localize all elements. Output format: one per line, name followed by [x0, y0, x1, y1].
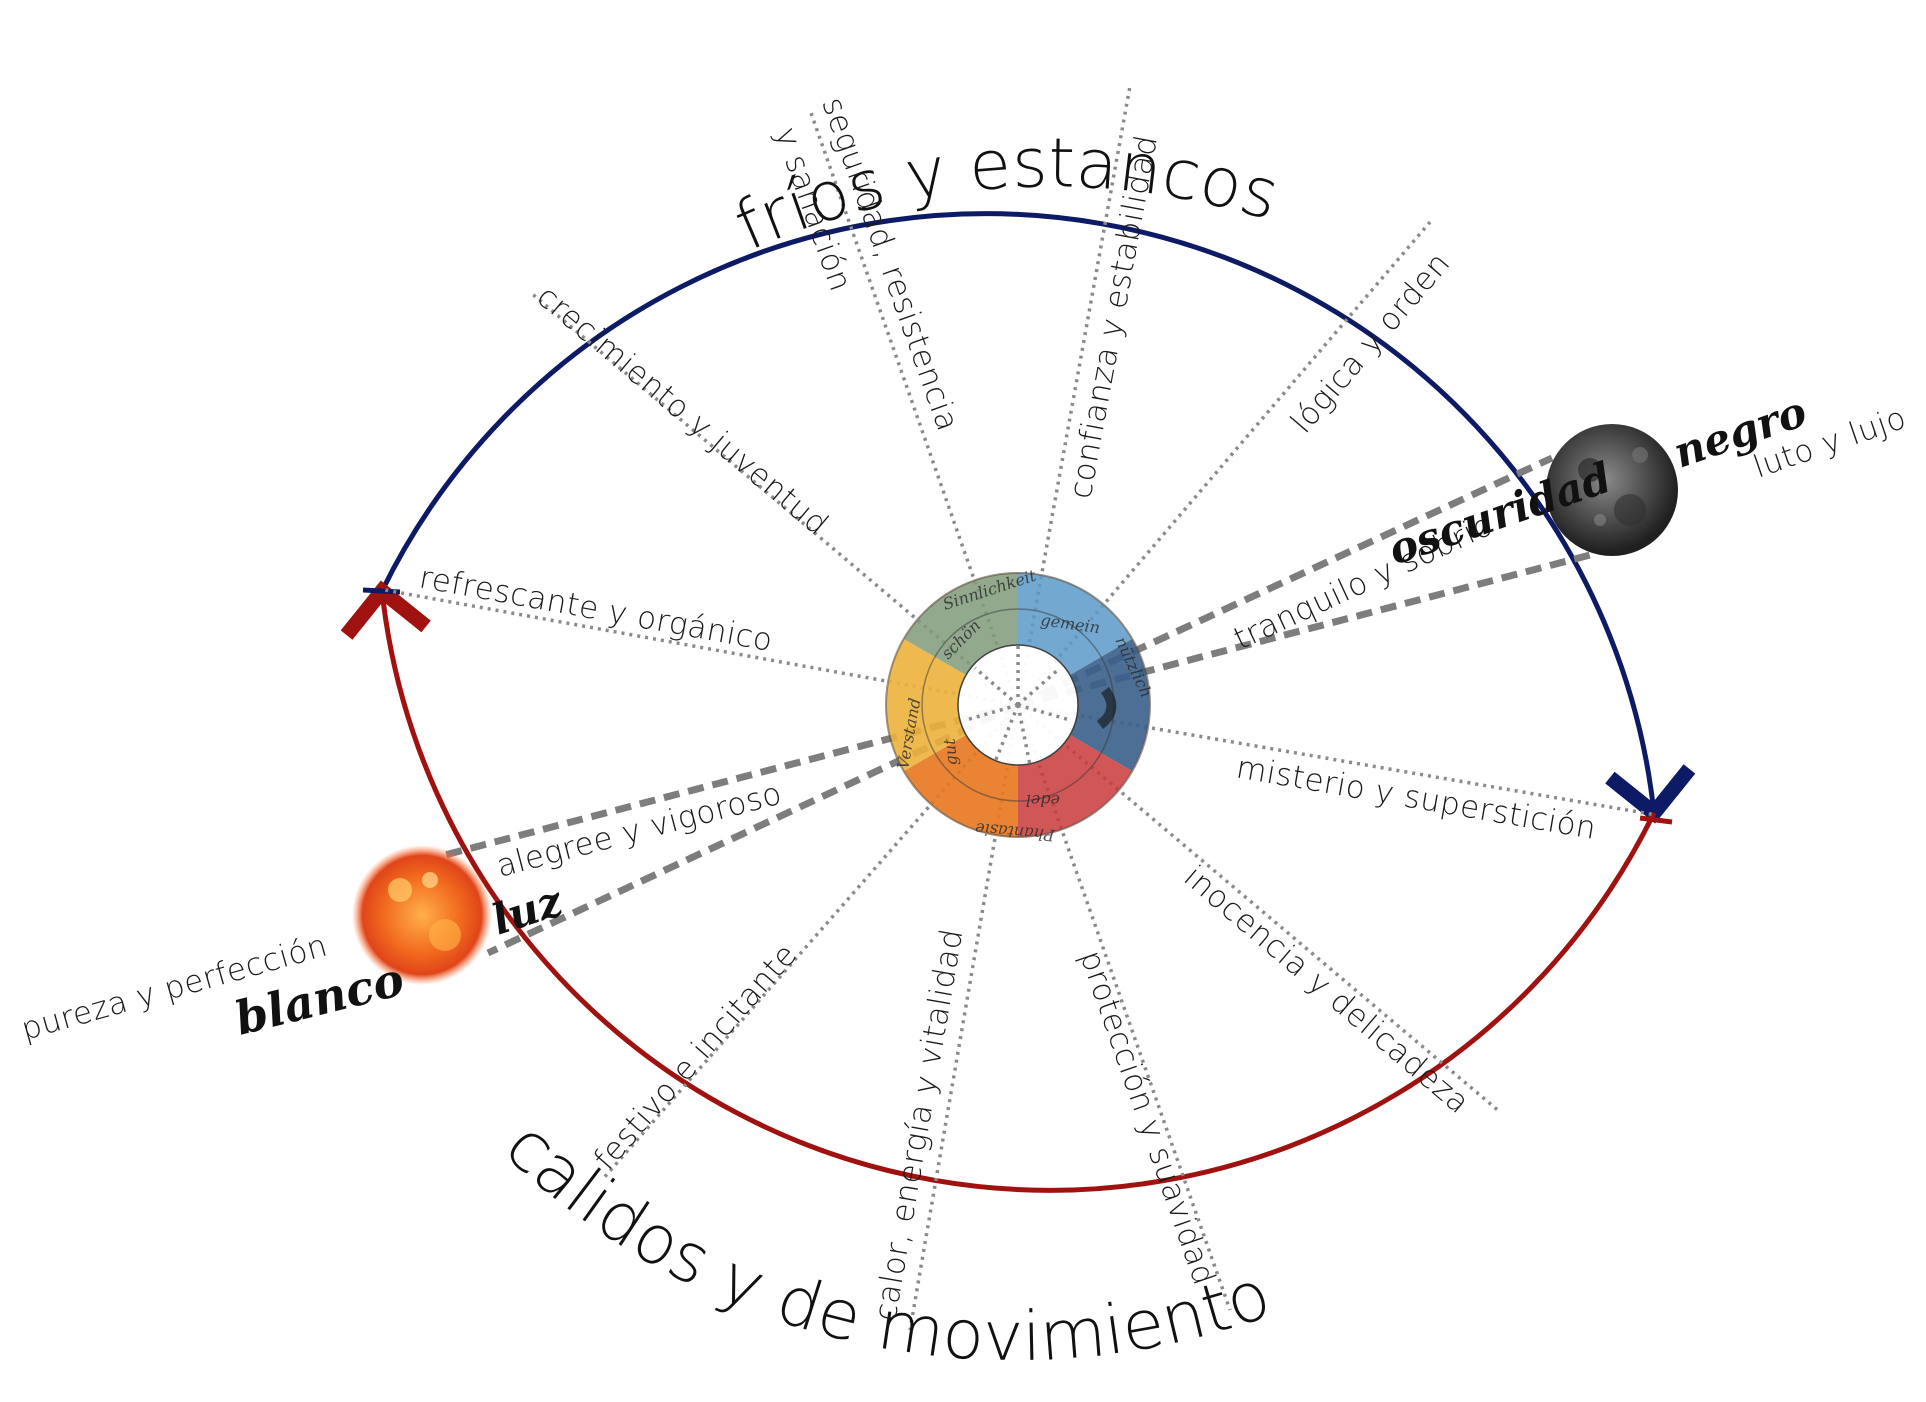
warm-arc-tick: [1639, 815, 1673, 825]
ray-label: crecimiento y juventud: [530, 279, 835, 543]
ray-label: lógica y orden: [1284, 245, 1458, 440]
ray-label: inocencia y delicadeza: [1177, 859, 1477, 1122]
wheel-word: edel: [1026, 791, 1060, 810]
light-beams: [444, 701, 1020, 957]
moon-image: [1546, 424, 1678, 556]
ray-label: calor, energía y vitalidad: [867, 926, 970, 1323]
dark-beams: [1016, 454, 1591, 709]
cold-arc: [379, 211, 1696, 824]
ray-label: alegree y vigoroso: [493, 776, 786, 885]
sun-image: [352, 845, 492, 985]
ray-label: festivo e incitante: [587, 937, 804, 1177]
ray-label: protección y suavidad: [1072, 946, 1222, 1290]
ray-label: misterio y superstición: [1234, 749, 1599, 847]
wheel-word: gut: [940, 737, 961, 766]
ray-label: refrescante y orgánico: [417, 559, 776, 658]
goethe-color-wheel: Sinnlichkeit gemein Verstand Phantasie s…: [885, 566, 1156, 845]
light-word: luz: [486, 876, 569, 945]
